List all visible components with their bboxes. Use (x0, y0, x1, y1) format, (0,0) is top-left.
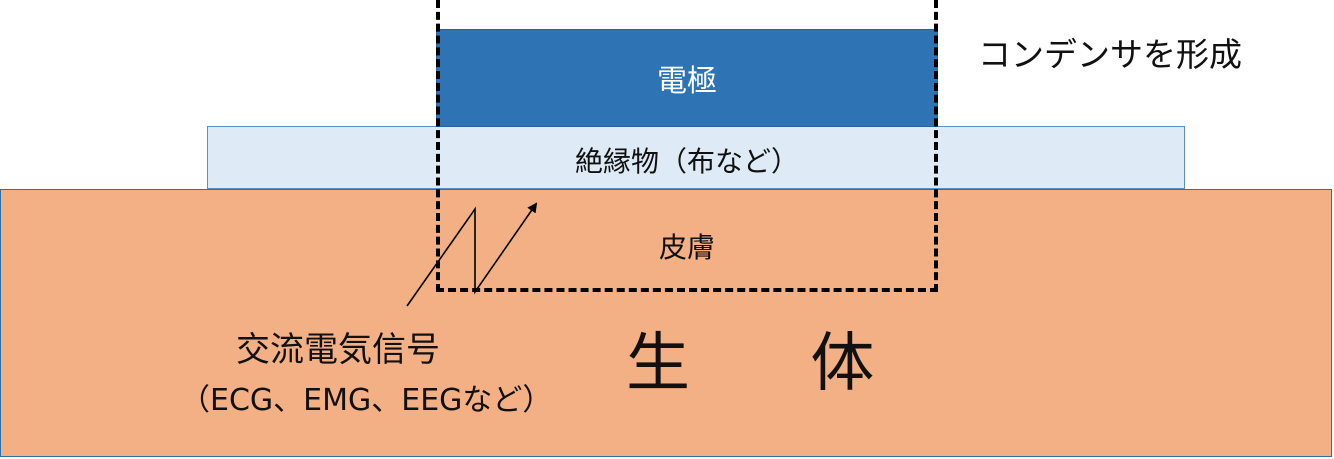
skin-label: 皮膚 (658, 231, 715, 264)
capacitor-region-dashed-box (436, 0, 938, 292)
signal-title-label: 交流電気信号 (236, 330, 440, 370)
electrode-label: 電極 (657, 64, 717, 99)
capacitor-label: コンデンサを形成 (978, 35, 1242, 74)
signal-examples-label: （ECG、EMG、EEGなど） (180, 383, 553, 418)
living-body-label: 生 体 (626, 327, 925, 401)
living-body-layer (0, 189, 1332, 457)
insulator-layer (207, 126, 1185, 189)
electrode-layer: 電極 (436, 29, 938, 127)
insulator-label: 絶縁物（布など） (574, 145, 799, 178)
